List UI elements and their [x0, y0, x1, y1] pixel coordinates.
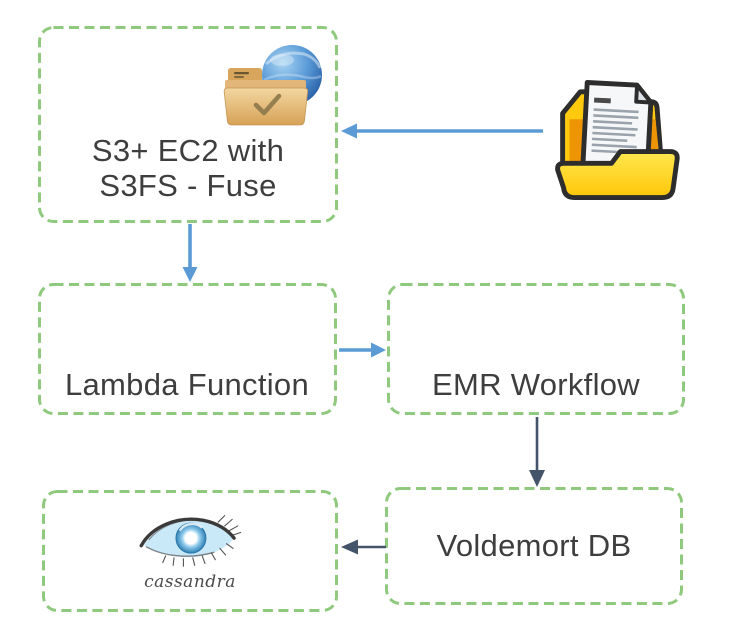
cassandra-eye-icon	[139, 515, 242, 567]
s3-ec2-label-line2: S3FS - Fuse	[99, 168, 277, 203]
node-s3-ec2[interactable]: S3+ EC2 with S3FS - Fuse	[38, 26, 338, 223]
open-folder-documents-icon	[555, 80, 680, 200]
emr-label: EMR Workflow	[432, 367, 640, 402]
s3-ec2-label: S3+ EC2 with S3FS - Fuse	[38, 133, 338, 203]
edge-emr-to-voldemort	[529, 417, 545, 487]
node-source-files[interactable]	[545, 62, 682, 200]
edge-source-files-to-s3	[341, 123, 543, 139]
ftp-folder-globe-icon	[223, 45, 322, 126]
node-cassandra[interactable]: cassandra	[42, 490, 338, 612]
s3-ec2-label-line1: S3+ EC2 with	[91, 133, 285, 168]
cassandra-label: cassandra	[144, 572, 236, 592]
voldemort-label: Voldemort DB	[436, 528, 632, 563]
edge-voldemort-to-cassandra	[341, 539, 386, 555]
node-lambda[interactable]: Lambda Function	[38, 283, 336, 415]
edge-lambda-to-emr	[339, 342, 386, 358]
node-emr[interactable]: EMR Workflow	[387, 283, 685, 415]
edge-s3-to-lambda	[182, 224, 198, 282]
lambda-label: Lambda Function	[64, 367, 310, 402]
node-voldemort[interactable]: Voldemort DB	[385, 487, 683, 605]
